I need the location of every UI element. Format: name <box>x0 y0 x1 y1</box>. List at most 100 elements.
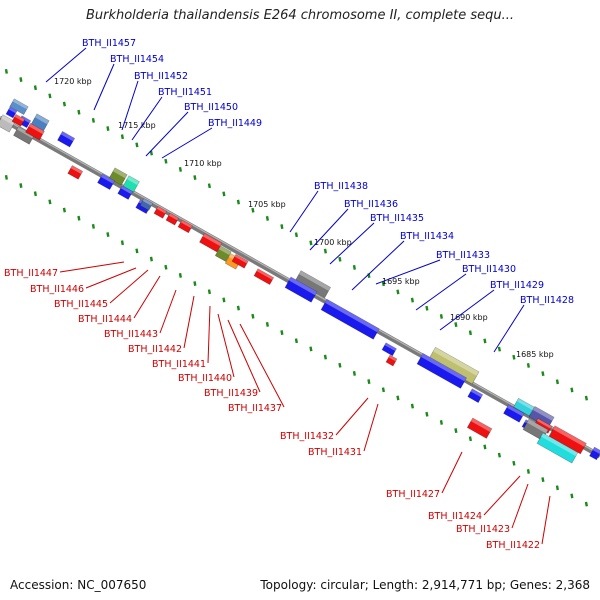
scale-label: 1710 kbp <box>184 159 222 168</box>
inner-tick <box>207 289 211 295</box>
reverse-leader-line <box>483 475 521 516</box>
inner-tick <box>106 232 110 237</box>
outer-tick <box>396 289 400 295</box>
outer-tick <box>410 297 414 303</box>
inner-tick <box>468 436 472 442</box>
forward-gene-label: BTH_II1430 <box>462 264 516 275</box>
forward-leader-line <box>375 259 441 285</box>
forward-gene-label: BTH_II1438 <box>314 181 368 192</box>
outer-tick <box>454 322 458 328</box>
outer-tick <box>251 207 255 213</box>
scale-label: 1685 kbp <box>516 350 554 359</box>
scale-label: 1700 kbp <box>314 238 352 247</box>
gene-features <box>0 98 600 464</box>
inner-tick <box>178 272 182 278</box>
reverse-leader-line <box>59 261 125 273</box>
gene-teal-box <box>122 175 140 193</box>
outer-tick <box>483 338 487 344</box>
outer-tick <box>4 68 8 74</box>
inner-tick <box>164 264 168 270</box>
reverse-gene-label: BTH_II1424 <box>428 511 482 522</box>
gene-red-box <box>231 253 249 269</box>
outer-tick <box>91 117 95 123</box>
gene-red-box <box>177 219 193 234</box>
outer-tick <box>135 142 139 148</box>
forward-leader-line <box>161 127 213 159</box>
topology-summary: Topology: circular; Length: 2,914,771 bp… <box>260 578 590 592</box>
outer-tick-track <box>4 68 588 401</box>
reverse-leader-line <box>207 305 211 364</box>
forward-gene-label: BTH_II1457 <box>82 38 136 49</box>
scale-label: 1715 kbp <box>118 121 156 130</box>
reverse-gene-label: BTH_II1446 <box>30 284 84 295</box>
reverse-gene-label: BTH_II1441 <box>152 359 206 370</box>
gene-red-box <box>385 354 398 367</box>
gene-blue-box <box>381 342 397 357</box>
outer-tick <box>106 126 110 131</box>
reverse-gene-label: BTH_II1423 <box>456 524 510 535</box>
outer-tick <box>570 387 574 393</box>
forward-gene-label: BTH_II1433 <box>436 250 490 261</box>
outer-tick <box>381 281 385 287</box>
forward-leader-line <box>329 222 375 265</box>
outer-tick <box>338 256 342 262</box>
inner-tick <box>483 444 487 450</box>
scale-label: 1690 kbp <box>450 313 488 322</box>
inner-tick <box>381 387 385 393</box>
reverse-leader-line <box>363 403 379 452</box>
inner-tick <box>33 191 37 197</box>
inner-tick <box>497 452 501 458</box>
forward-leader-line <box>131 96 163 141</box>
inner-tick <box>454 428 458 434</box>
gene-cyan-box <box>536 432 579 464</box>
outer-tick <box>19 77 23 82</box>
inner-tick <box>338 362 342 368</box>
reverse-gene-label: BTH_II1427 <box>386 489 440 500</box>
reverse-gene-label: BTH_II1440 <box>178 373 232 384</box>
reverse-gene-label: BTH_II1437 <box>228 403 282 414</box>
inner-tick <box>236 305 240 311</box>
gene-red-box <box>67 165 84 180</box>
outer-tick <box>222 191 226 197</box>
forward-leader-line <box>415 273 467 311</box>
outer-tick <box>309 240 313 246</box>
reverse-leader-line <box>159 289 177 334</box>
inner-tick <box>584 501 588 507</box>
gene-blue-box <box>589 446 600 461</box>
inner-tick <box>120 240 124 246</box>
outer-tick <box>236 199 240 205</box>
gene-callouts: BTH_II1457BTH_II1454BTH_II1452BTH_II1451… <box>4 38 574 551</box>
gene-blue-box <box>117 185 134 200</box>
scale-label: 1720 kbp <box>54 77 92 86</box>
gene-red-box <box>548 425 587 455</box>
scale-label: 1695 kbp <box>382 277 420 286</box>
gene-blue-box <box>284 276 318 303</box>
inner-tick <box>91 223 95 229</box>
outer-tick <box>352 265 356 270</box>
outer-tick <box>497 346 501 352</box>
inner-tick <box>367 379 371 385</box>
reverse-leader-line <box>217 313 235 378</box>
gene-blue-box <box>139 198 154 211</box>
inner-tick <box>280 330 284 335</box>
reverse-gene-label: BTH_II1432 <box>280 431 334 442</box>
reverse-gene-label: BTH_II1447 <box>4 268 58 279</box>
outer-tick <box>425 305 429 311</box>
forward-gene-label: BTH_II1452 <box>134 71 188 82</box>
gene-tan-box <box>428 346 480 385</box>
reverse-gene-label: BTH_II1443 <box>104 329 158 340</box>
forward-gene-label: BTH_II1436 <box>344 199 398 210</box>
inner-tick <box>135 248 139 254</box>
inner-tick <box>4 174 8 180</box>
outer-tick <box>265 215 269 221</box>
outer-tick <box>526 363 530 368</box>
reverse-gene-label: BTH_II1422 <box>486 540 540 551</box>
reverse-leader-line <box>441 451 463 494</box>
inner-tick <box>265 321 269 327</box>
forward-leader-line <box>45 47 87 83</box>
outer-tick <box>439 314 443 319</box>
outer-tick <box>584 395 588 401</box>
outer-tick <box>512 354 516 360</box>
forward-gene-label: BTH_II1434 <box>400 231 454 242</box>
